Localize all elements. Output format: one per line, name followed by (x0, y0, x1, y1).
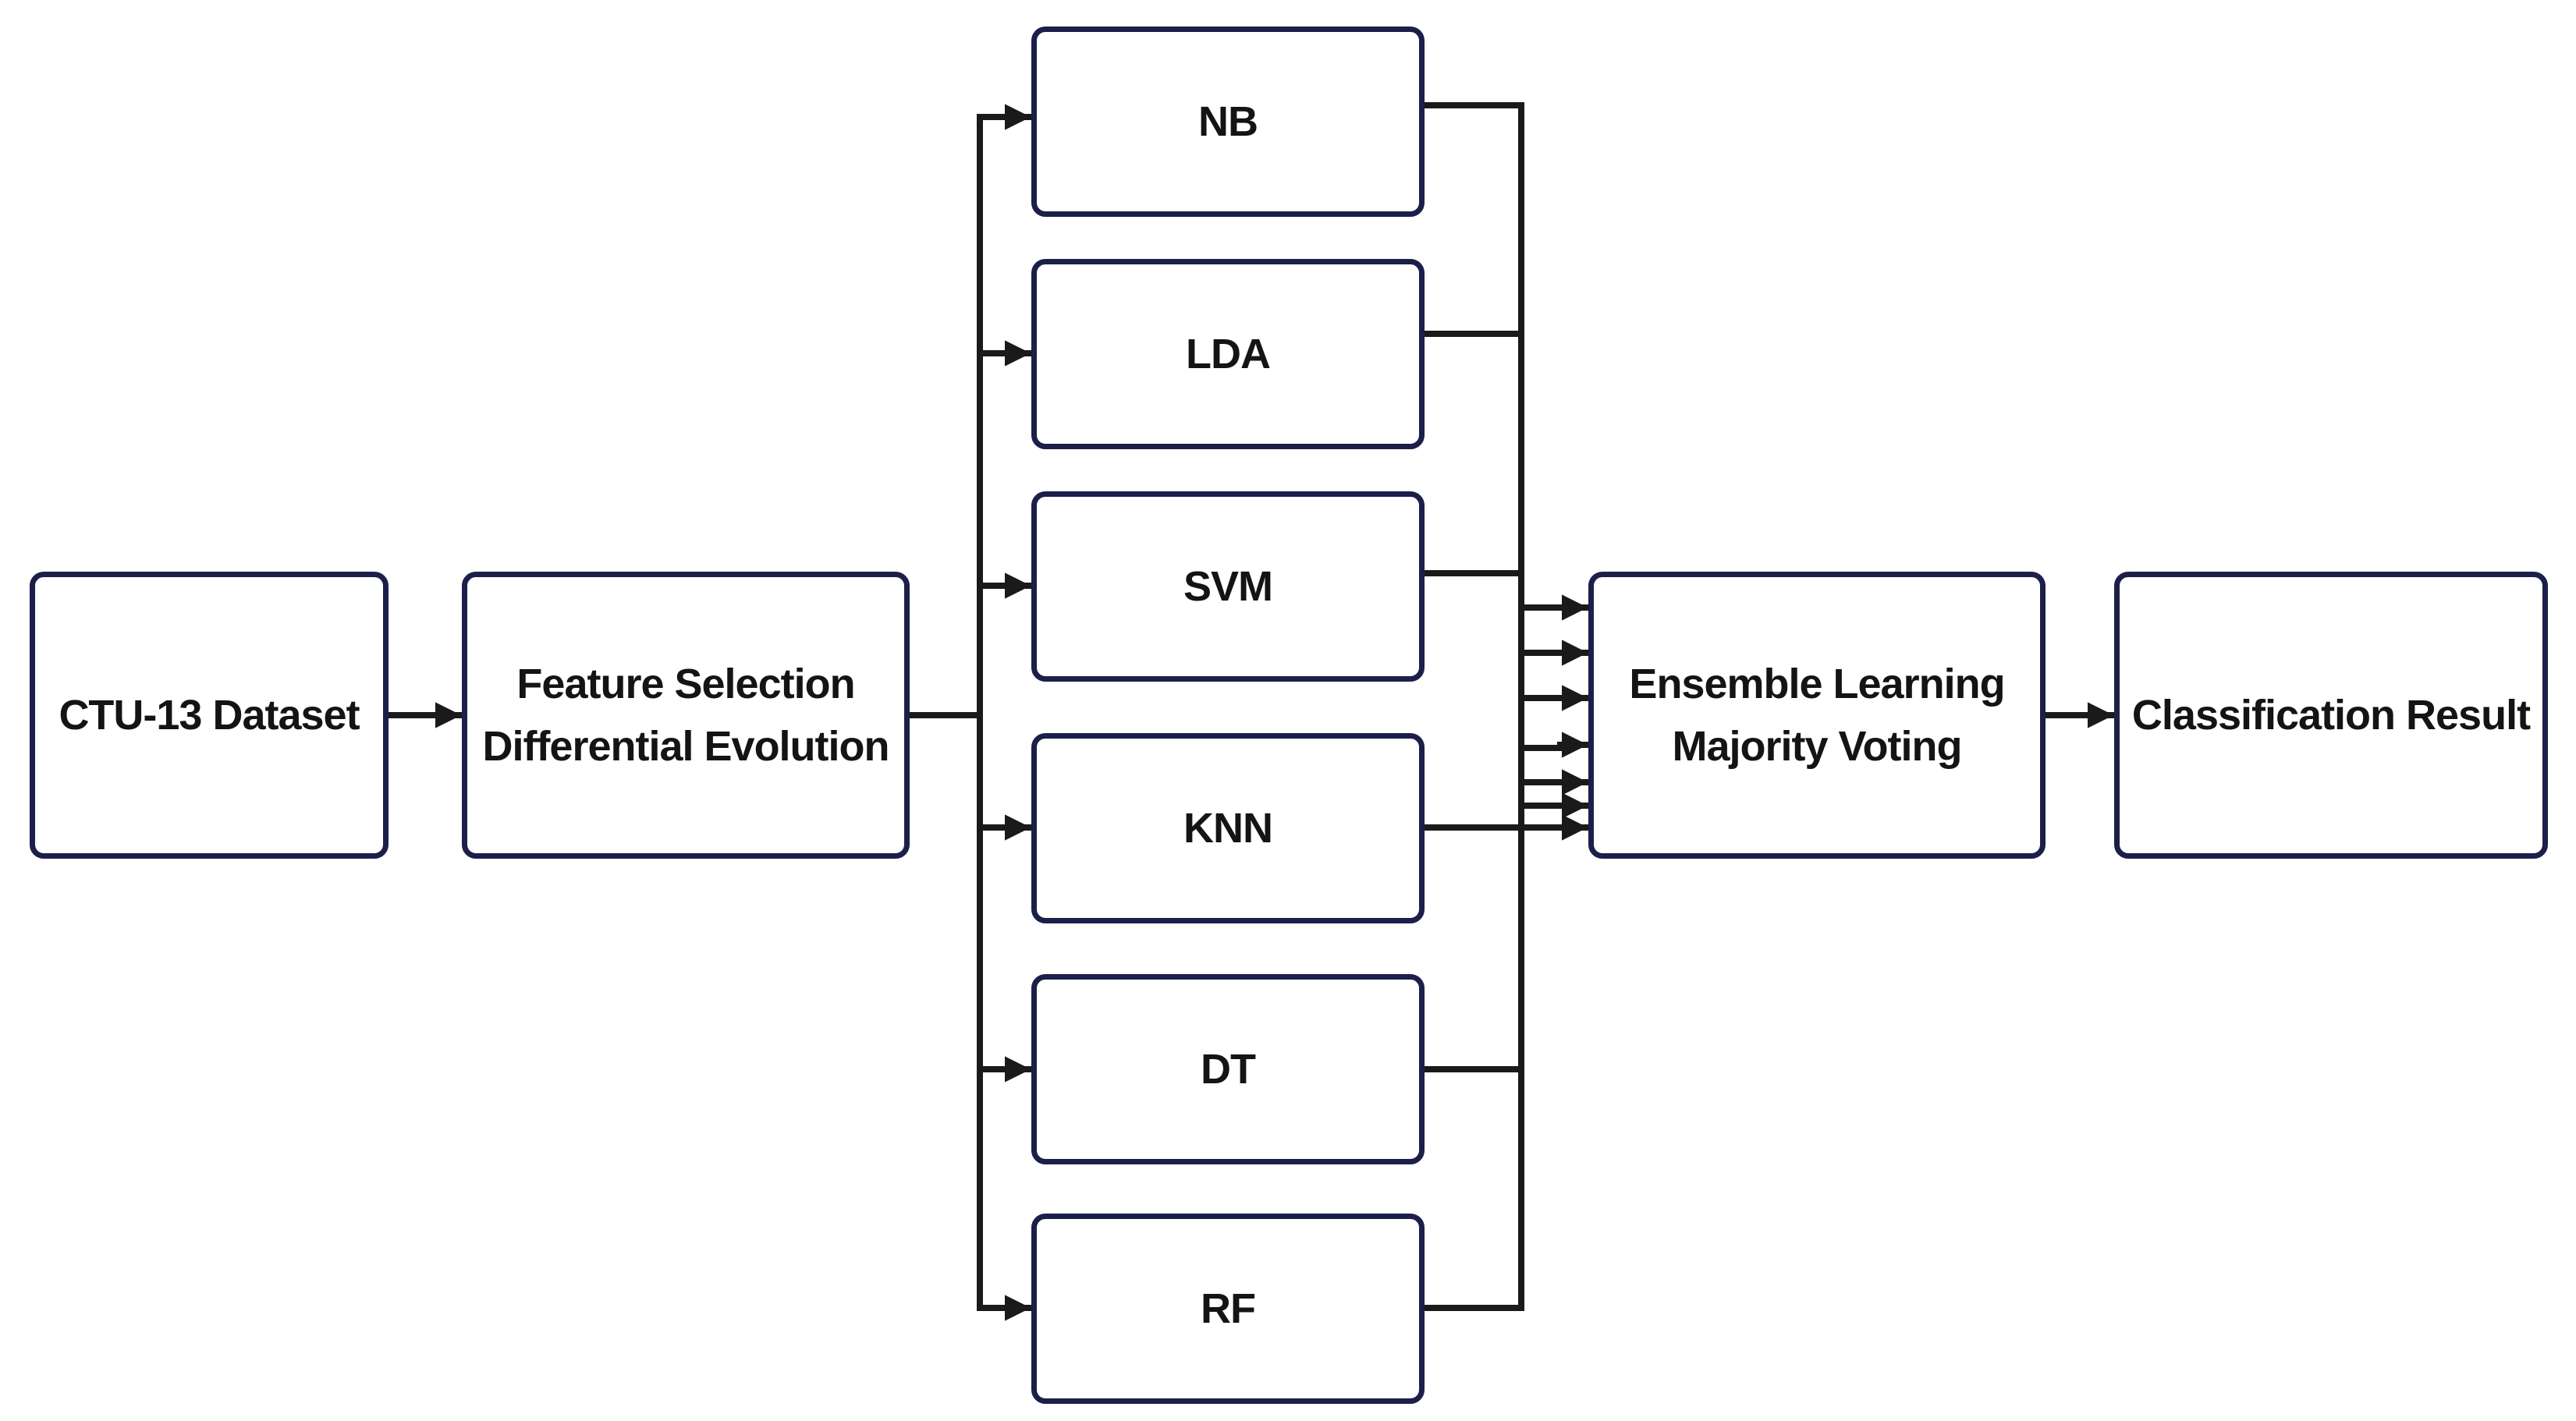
result-node: Classification Result (2114, 572, 2548, 859)
classifier-lda-node: LDA (1031, 259, 1425, 449)
classifier-knn-label: KNN (1183, 805, 1273, 852)
classifier-lda-label: LDA (1186, 331, 1271, 377)
classifier-svm-label: SVM (1183, 563, 1273, 610)
ensemble-label-line1: Ensemble Learning (1629, 661, 2005, 707)
ensemble-label-line2: Majority Voting (1672, 723, 1963, 770)
classifier-nb-label: NB (1198, 98, 1258, 145)
edge-nb-out (1421, 102, 1524, 1311)
classifier-dt-node: DT (1031, 974, 1425, 1164)
classifier-nb-node: NB (1031, 27, 1425, 217)
classifier-dt-label: DT (1201, 1046, 1256, 1093)
feature-selection-node: Feature Selection Differential Evolution (462, 572, 910, 859)
classifier-svm-node: SVM (1031, 491, 1425, 682)
feature-selection-label-line1: Feature Selection (516, 661, 855, 707)
dataset-node: CTU-13 Dataset (30, 572, 389, 859)
result-label: Classification Result (2131, 692, 2531, 739)
classifier-rf-label: RF (1201, 1285, 1256, 1332)
ensemble-node: Ensemble Learning Majority Voting (1588, 572, 2046, 859)
edge-into-ensemble-4 (1518, 732, 1588, 758)
feature-selection-label-line2: Differential Evolution (482, 723, 889, 770)
classifier-rf-node: RF (1031, 1214, 1425, 1404)
classifier-knn-node: KNN (1031, 733, 1425, 923)
dataset-label: CTU-13 Dataset (59, 692, 360, 739)
